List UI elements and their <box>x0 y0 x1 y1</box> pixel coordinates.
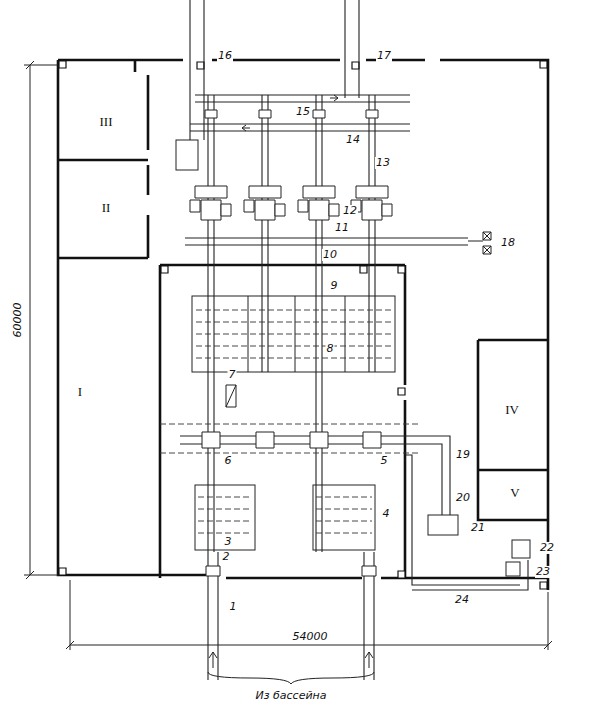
collector-pipe <box>190 95 410 131</box>
suction-pipe <box>208 95 375 552</box>
fitting <box>202 432 381 448</box>
inlet-valve <box>206 566 376 576</box>
room-number: III <box>99 115 114 129</box>
bracket <box>208 672 374 684</box>
screen-grid <box>198 497 372 533</box>
crane-track <box>160 424 420 453</box>
column <box>59 61 547 589</box>
collector-pipe <box>185 238 468 245</box>
screen-chamber <box>313 485 375 550</box>
callout-number: 7 <box>228 369 237 381</box>
callout-number: 15 <box>295 106 311 118</box>
inlet-pipe <box>208 552 374 680</box>
pump-base <box>190 200 361 212</box>
valve-symbol <box>468 232 491 254</box>
callout-number: 9 <box>330 280 339 292</box>
callout-number: 16 <box>217 50 233 62</box>
callout-number: 1 <box>229 601 238 613</box>
screen-chamber <box>192 296 395 372</box>
callout-number: 22 <box>539 542 555 554</box>
room-number: IV <box>504 403 520 417</box>
callout-number: 23 <box>535 566 551 578</box>
building-wall <box>58 60 548 590</box>
callout-number: 18 <box>500 237 516 249</box>
valve <box>205 110 378 118</box>
chamber <box>176 140 198 170</box>
room-number: I <box>77 385 83 399</box>
pump-unit <box>190 186 392 220</box>
drain-pump <box>428 515 458 535</box>
callout-number: 5 <box>380 455 389 467</box>
callout-number: 20 <box>455 492 471 504</box>
hall-wall <box>160 265 405 578</box>
room-wall <box>58 60 148 258</box>
vacuum-pump <box>512 540 530 558</box>
ladder-symbol <box>226 385 236 407</box>
dimension: 54000 <box>292 631 329 643</box>
screen-grid <box>196 310 392 358</box>
dimension-line <box>24 61 552 650</box>
dimension: 60000 <box>12 302 24 339</box>
tank <box>506 562 520 576</box>
ladder-symbol <box>226 385 236 407</box>
callout-number: 12 <box>342 205 358 217</box>
screen-chamber <box>195 485 255 550</box>
drain-pipe <box>405 436 528 590</box>
callout-number: 13 <box>375 157 391 169</box>
callout-number: 4 <box>382 508 391 520</box>
callout-number: 10 <box>322 249 338 261</box>
callout-number: 21 <box>470 522 486 534</box>
callout-number: 24 <box>454 594 470 606</box>
flow-label: Из бассейна <box>254 690 327 702</box>
callout-number: 17 <box>376 50 392 62</box>
room-number: V <box>509 486 520 500</box>
room-number: II <box>101 201 112 215</box>
pressure-pipe <box>190 0 359 150</box>
callout-number: 11 <box>334 222 350 234</box>
callout-number: 8 <box>326 343 335 355</box>
room-wall <box>478 340 548 520</box>
pump-motor <box>195 186 388 198</box>
callout-number: 3 <box>224 536 233 548</box>
callout-number: 19 <box>455 449 471 461</box>
callout-number: 6 <box>224 455 233 467</box>
callout-number: 2 <box>222 551 231 563</box>
flow-arrow <box>209 652 373 668</box>
callout-number: 14 <box>345 134 361 146</box>
